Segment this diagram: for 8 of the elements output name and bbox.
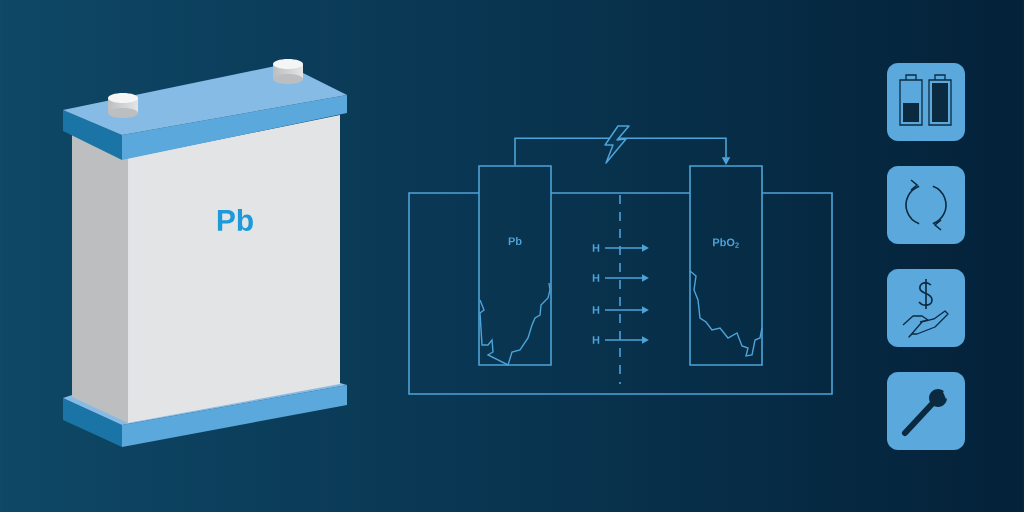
ion-label: H [592,244,600,252]
electrode-box: Pb [478,165,552,366]
ion-label: H [592,274,600,282]
battery-drawing: Pb [63,59,347,447]
ion-label: H [592,306,600,314]
electrode-box: PbO$_{2}$ [689,165,763,366]
ion-label: H [592,336,600,344]
wire-arrow [514,137,731,166]
